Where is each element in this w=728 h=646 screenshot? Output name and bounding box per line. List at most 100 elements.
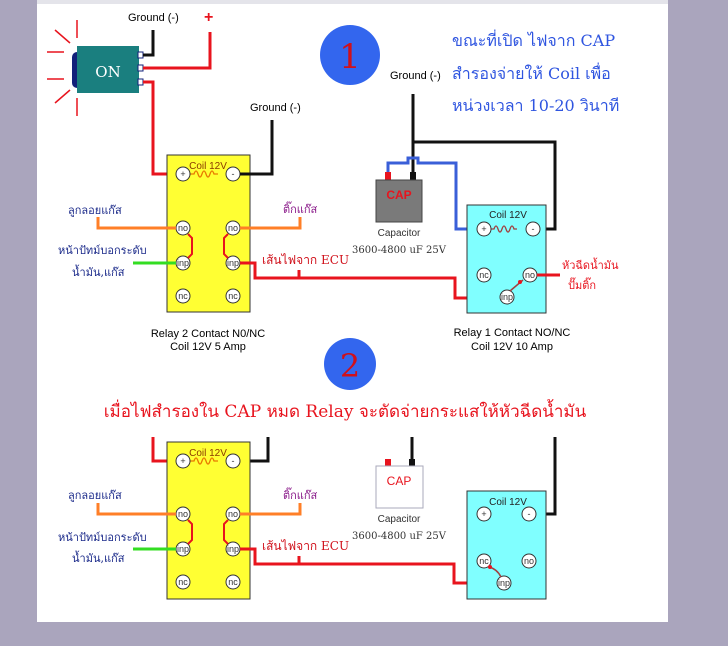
coil-minus-terminal: - (525, 221, 541, 237)
inp-terminal: inp (175, 541, 191, 557)
svg-text:Coil 12V: Coil 12V (489, 497, 527, 508)
svg-text:inp: inp (227, 258, 239, 268)
gauge-label: น้ำมัน,แก๊ส (72, 264, 125, 279)
contact-switch-icon (223, 519, 229, 545)
contact-switch-icon (187, 519, 193, 545)
svg-text:1: 1 (339, 37, 361, 77)
relay1-caption: Relay 1 Contact NO/NC (454, 327, 571, 339)
wire-cap-ground (411, 94, 557, 231)
svg-text:no: no (228, 223, 238, 233)
svg-text:no: no (525, 270, 535, 280)
no-terminal: no (225, 506, 241, 522)
capacitor-value: 3600-4800 uF 25V (352, 245, 447, 256)
coil-plus-terminal: + (476, 506, 492, 522)
relay2-caption: Coil 12V 5 Amp (170, 341, 246, 353)
coil-icon (491, 225, 517, 233)
svg-text:nc: nc (178, 577, 188, 587)
ground-label: Ground (-) (390, 70, 441, 82)
plus-label: + (204, 9, 213, 26)
relay-1: Coil 12V + - nc no inp (466, 490, 547, 600)
ecu-label: เส้นไฟจาก ECU (262, 253, 349, 267)
float-gas-label: ลูกลอยแก๊ส (68, 204, 122, 217)
svg-text:Coil 12V: Coil 12V (189, 448, 227, 459)
gauge-label: หน้าปัทม์บอกระดับ (58, 244, 147, 257)
capacitor: CAP (375, 172, 423, 223)
step-1-note: สำรองจ่ายให้ Coil เพื่อ (452, 62, 611, 83)
contact-switch-icon (223, 233, 229, 259)
svg-text:inp: inp (498, 578, 510, 588)
injector-label: ปั๊มติ๊ก (568, 277, 596, 292)
ground-label: Ground (-) (250, 102, 301, 114)
svg-text:no: no (178, 509, 188, 519)
ecu-label: เส้นไฟจาก ECU (262, 539, 349, 553)
svg-text:inp: inp (227, 544, 239, 554)
coil-plus-terminal: + (175, 453, 191, 469)
svg-text:-: - (232, 456, 235, 466)
switch-label: ON (95, 63, 120, 81)
svg-text:nc: nc (479, 556, 489, 566)
wire-relay2-ground (240, 120, 274, 176)
nc-terminal: nc (175, 574, 191, 590)
tick-gas-label: ติ๊กแก๊ส (283, 487, 318, 502)
relay-1: Coil 12V + - nc no inp (466, 204, 547, 314)
nc-terminal: nc (225, 574, 241, 590)
injector-label: หัวฉีดน้ำมัน (562, 257, 619, 272)
wire-ecu (240, 261, 500, 300)
gauge-label: น้ำมัน,แก๊ส (72, 550, 125, 565)
no-terminal: no (225, 220, 241, 236)
wire-switch-plus (143, 32, 212, 70)
wire-float-gas (96, 217, 176, 230)
svg-text:+: + (180, 169, 185, 179)
nc-terminal: nc (476, 267, 492, 283)
wire-float-gas (96, 503, 176, 516)
coil-icon (190, 457, 218, 465)
step-2-note: เมื่อไฟสำรองใน CAP หมด Relay จะตัดจ่ายกร… (104, 399, 587, 422)
svg-text:+: + (180, 456, 185, 466)
relay2-caption: Relay 2 Contact N0/NC (151, 328, 265, 340)
inp-terminal: inp (225, 255, 241, 271)
capacitor-label: Capacitor (378, 514, 421, 525)
inp-terminal: inp (496, 575, 512, 591)
svg-text:nc: nc (228, 291, 238, 301)
inp-terminal: inp (499, 289, 515, 305)
step-1-note: หน่วงเวลา 10-20 วินาที (452, 96, 619, 115)
svg-text:CAP: CAP (386, 188, 411, 202)
no-terminal: no (175, 506, 191, 522)
coil-plus-terminal: + (476, 221, 492, 237)
svg-text:inp: inp (177, 258, 189, 268)
no-terminal: no (522, 267, 538, 283)
contact-switch-icon (187, 233, 193, 259)
svg-text:-: - (532, 224, 535, 234)
gauge-label: หน้าปัทม์บอกระดับ (58, 531, 147, 544)
svg-text:no: no (178, 223, 188, 233)
coil-minus-terminal: - (225, 166, 241, 182)
svg-text:-: - (528, 509, 531, 519)
capacitor-label: Capacitor (378, 228, 421, 239)
ground-label: Ground (-) (128, 12, 179, 24)
svg-text:+: + (481, 509, 486, 519)
svg-text:nc: nc (178, 291, 188, 301)
float-gas-label: ลูกลอยแก๊ส (68, 489, 122, 502)
wire-cap-to-coil (386, 156, 477, 231)
nc-terminal: nc (476, 553, 492, 569)
coil-plus-terminal: + (175, 166, 191, 182)
coil-minus-terminal: - (225, 453, 241, 469)
svg-text:nc: nc (228, 577, 238, 587)
step-2-badge: 2 (324, 338, 376, 390)
no-terminal: no (175, 220, 191, 236)
svg-text:no: no (524, 556, 534, 566)
svg-text:2: 2 (340, 347, 360, 385)
coil-minus-terminal: - (521, 506, 537, 522)
wire-switch-ground (143, 30, 155, 57)
wire-tick-gas (240, 503, 302, 516)
svg-text:Coil 12V: Coil 12V (489, 210, 527, 221)
no-terminal: no (521, 553, 537, 569)
svg-text:+: + (481, 224, 486, 234)
top-border (37, 0, 668, 4)
tick-gas-label: ติ๊กแก๊ส (283, 201, 318, 216)
capacitor-empty: CAP (375, 459, 424, 509)
wire-switch-to-relay2 (143, 80, 176, 176)
relay-2: Coil 12V + - no no inp inp nc nc (166, 441, 251, 600)
